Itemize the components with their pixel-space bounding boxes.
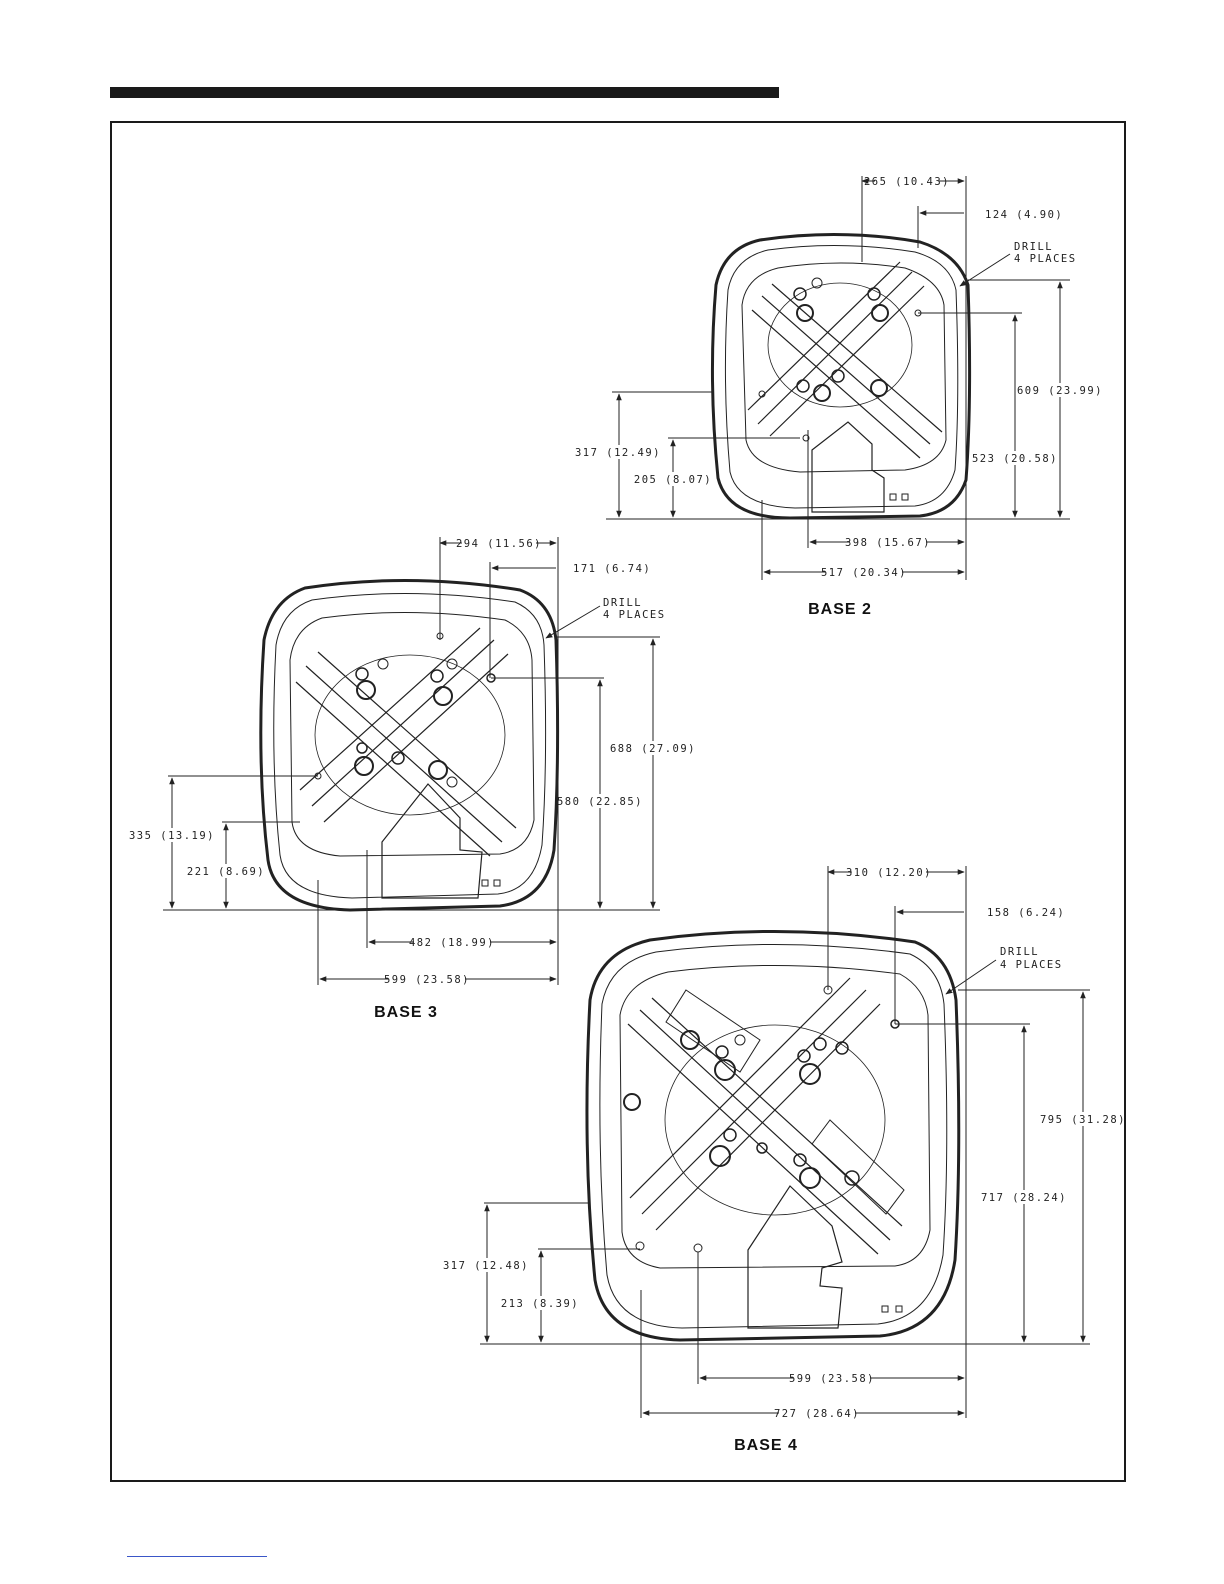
base-4-drawing: 310 (12.20) 158 (6.24) DRILL 4 PLACES 79… — [443, 865, 1126, 1454]
base-3-dim-221: 221 (8.69) — [187, 866, 265, 878]
base-2-outline — [710, 232, 972, 520]
base-3-dim-171: 171 (6.74) — [573, 563, 651, 575]
base-4-drill-note: DRILL — [1000, 946, 1039, 958]
base-3-drill-note: DRILL — [603, 597, 642, 609]
base-3-title: BASE 3 — [374, 1004, 438, 1021]
base-2-dim-523: 523 (20.58) — [972, 453, 1058, 465]
base-2-drill-note: DRILL — [1014, 241, 1053, 253]
base-2-dim-517: 517 (20.34) — [821, 567, 907, 579]
base-2-dim-398: 398 (15.67) — [845, 537, 931, 549]
base-2-dim-609: 609 (23.99) — [1017, 385, 1103, 397]
base-3-dimension-lines — [163, 537, 660, 985]
base-4-dim-213: 213 (8.39) — [501, 1298, 579, 1310]
base-2-dim-265: 265 (10.43) — [864, 176, 950, 188]
base-4-drill-places: 4 PLACES — [1000, 959, 1063, 971]
base-4-dim-795: 795 (31.28) — [1040, 1114, 1126, 1126]
base-2-drawing: 265 (10.43) 124 (4.90) DRILL 4 PLACES 60… — [575, 174, 1103, 618]
base-2-title: BASE 2 — [808, 601, 872, 618]
header-rule — [110, 87, 779, 98]
base-4-title: BASE 4 — [734, 1437, 798, 1454]
base-3-dim-482: 482 (18.99) — [409, 937, 495, 949]
base-2-dimension-lines — [606, 176, 1070, 580]
base-3-dim-335: 335 (13.19) — [129, 830, 215, 842]
base-4-dim-317: 317 (12.48) — [443, 1260, 529, 1272]
base-3-dim-688: 688 (27.09) — [610, 743, 696, 755]
base-4-dim-717: 717 (28.24) — [981, 1192, 1067, 1204]
base-3-dim-599: 599 (23.58) — [384, 974, 470, 986]
base-4-dim-599: 599 (23.58) — [789, 1373, 875, 1385]
base-4-outline — [585, 929, 961, 1342]
drawing-frame — [110, 121, 1126, 1482]
base-4-dim-158: 158 (6.24) — [987, 907, 1065, 919]
base-4-dim-727: 727 (28.64) — [774, 1408, 860, 1420]
base-3-dim-580: 580 (22.85) — [557, 796, 643, 808]
base-3-drawing: 294 (11.56) 171 (6.74) DRILL 4 PLACES 68… — [129, 536, 696, 1021]
base-2-drill-places: 4 PLACES — [1014, 253, 1077, 265]
base-4-dim-310: 310 (12.20) — [846, 867, 932, 879]
base-3-drill-places: 4 PLACES — [603, 609, 666, 621]
base-2-dim-317: 317 (12.49) — [575, 447, 661, 459]
base-3-outline — [259, 578, 560, 912]
base-4-dimension-lines — [480, 866, 1090, 1418]
base-2-dim-124: 124 (4.90) — [985, 209, 1063, 221]
base-3-dim-294: 294 (11.56) — [456, 538, 542, 550]
base-2-dim-205: 205 (8.07) — [634, 474, 712, 486]
footer-link-underline[interactable] — [127, 1556, 267, 1557]
